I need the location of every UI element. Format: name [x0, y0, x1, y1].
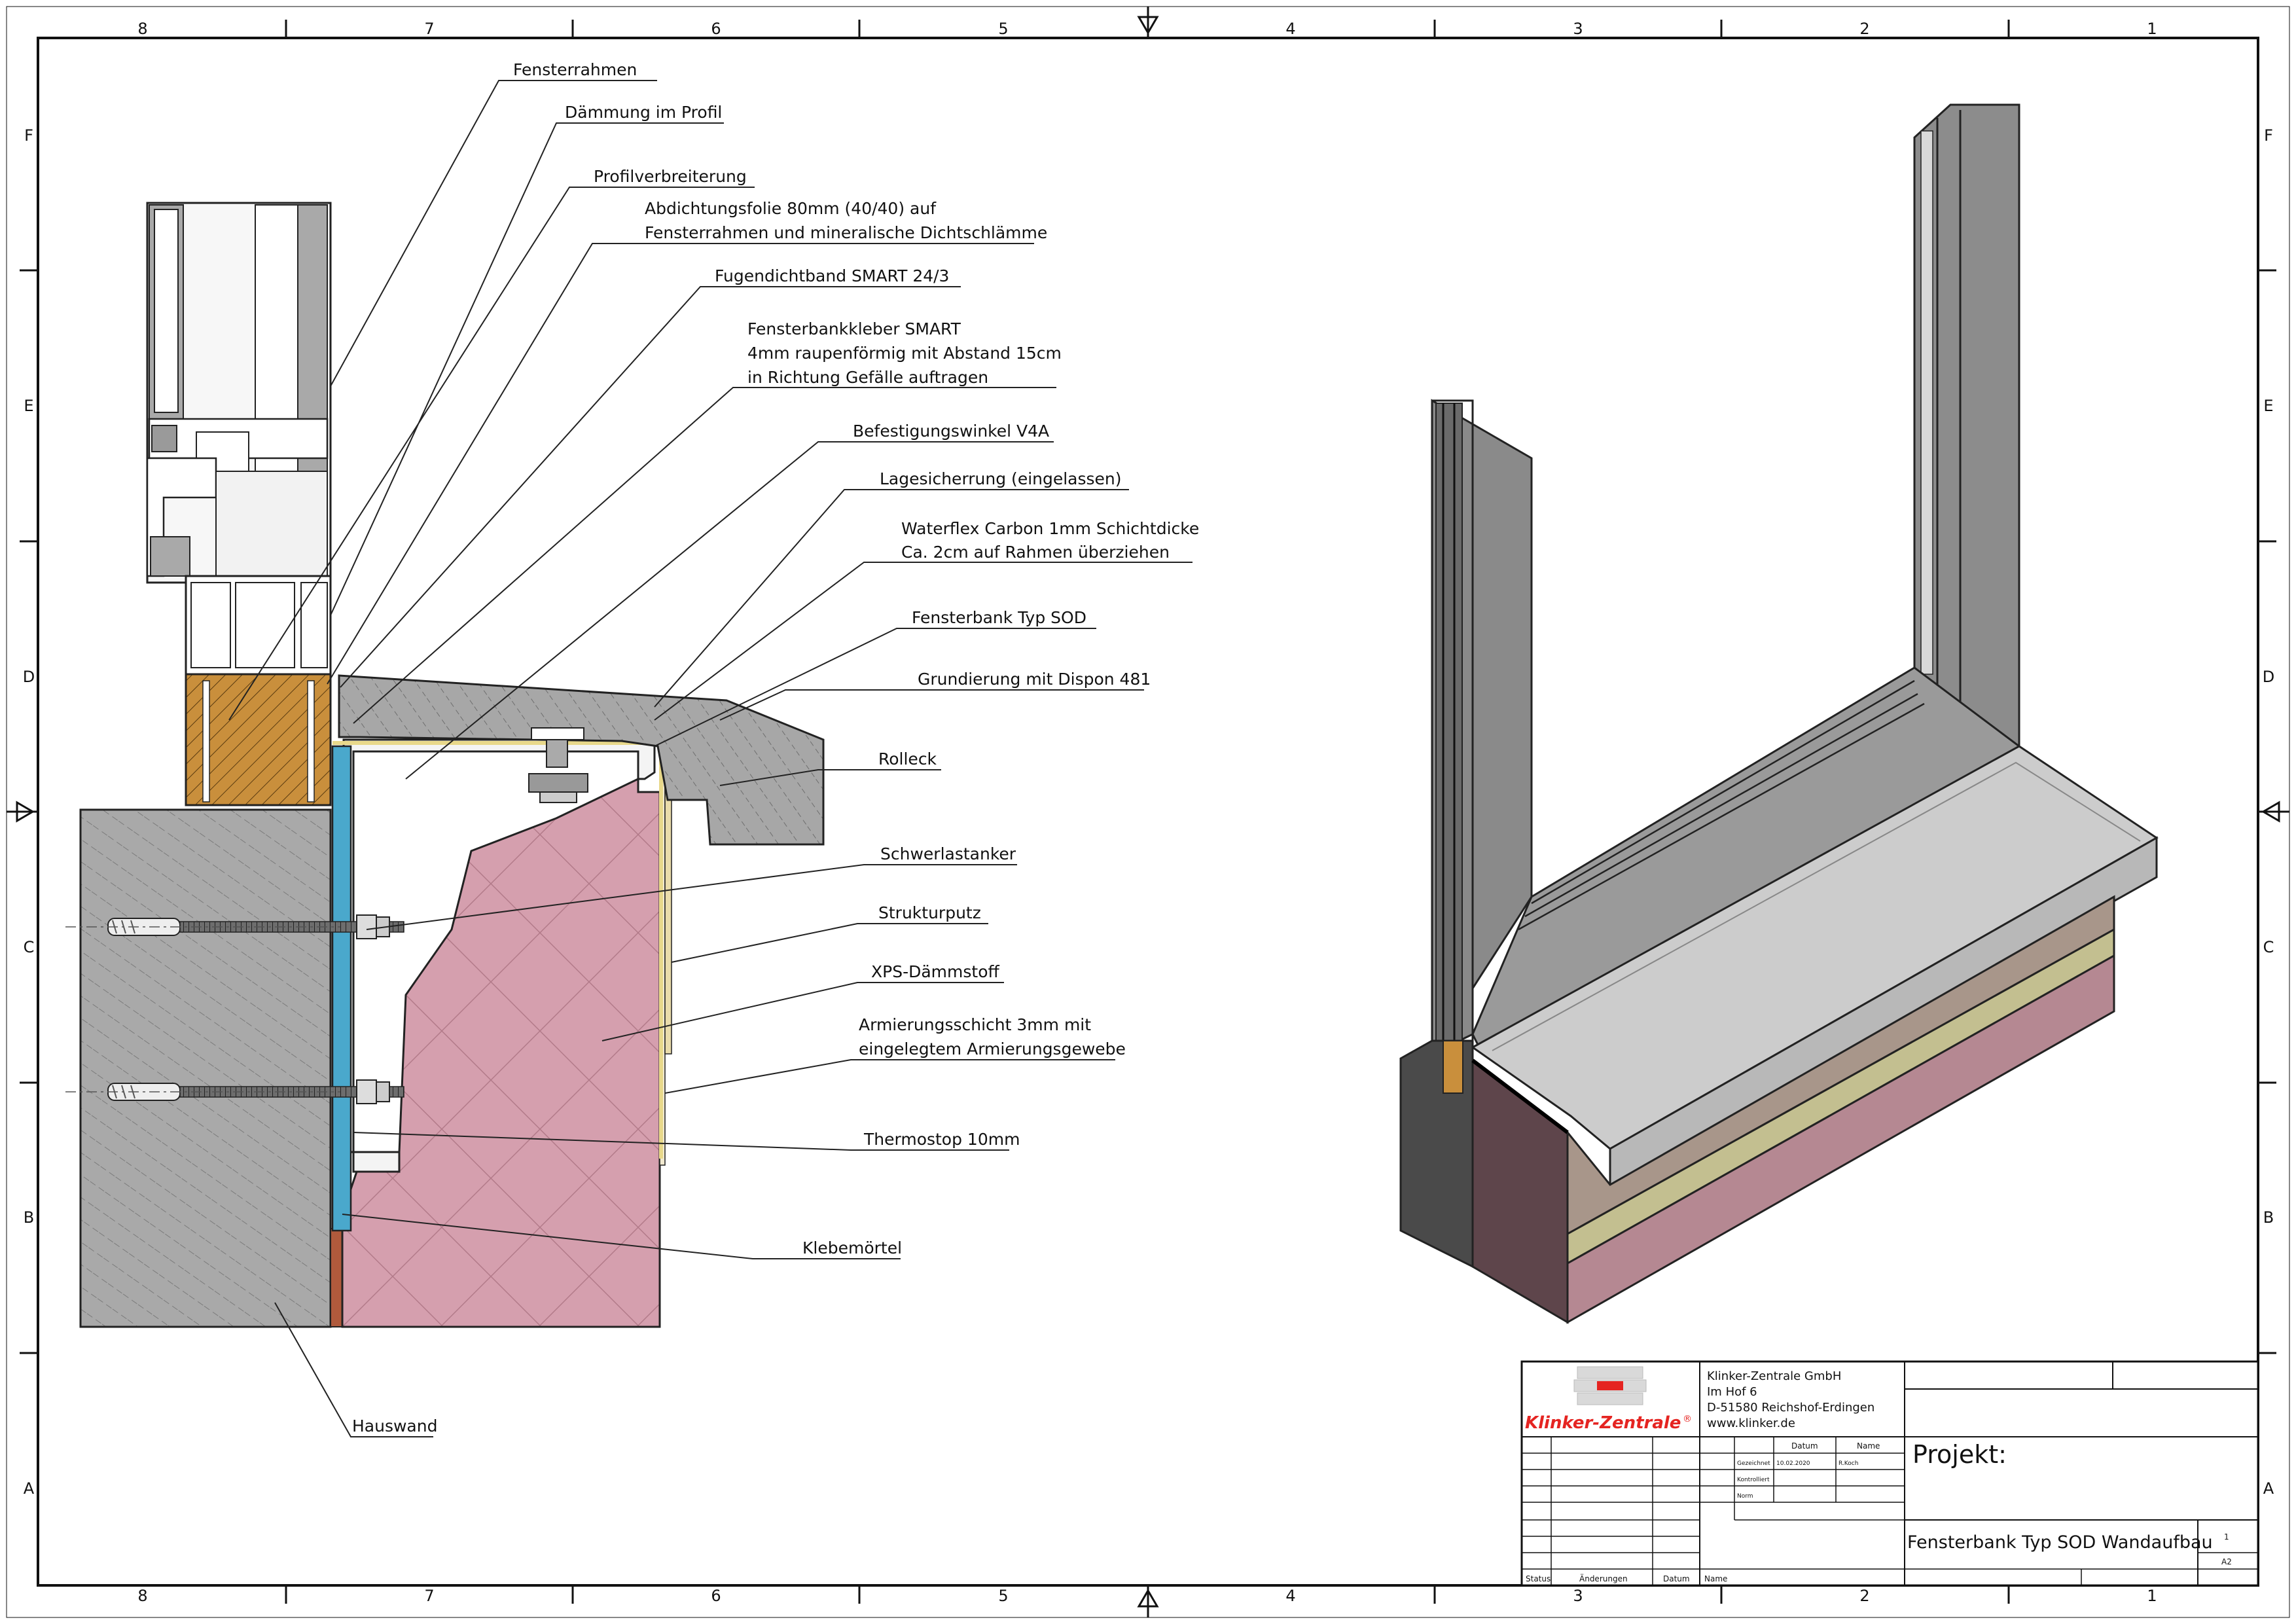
label-fensterrahmen: Fensterrahmen: [513, 60, 637, 79]
drawing-frame: [6, 6, 2290, 1618]
grid-column-labels-bottom: 8 7 6 5 4 3 2 1: [137, 1587, 2157, 1605]
logo-text: Klinker-Zentrale: [1525, 1413, 1681, 1433]
title-block-text: Klinker-Zentrale GmbH Im Hof 6 D-51580 R…: [1526, 1369, 2232, 1583]
footer-datum: Datum: [1663, 1574, 1690, 1583]
label-thermostop: Thermostop 10mm: [863, 1130, 1020, 1149]
row-kontrolliert: Kontrolliert: [1737, 1477, 1770, 1483]
label-hauswand: Hauswand: [352, 1416, 437, 1435]
grid-col-3: 3: [1573, 20, 1583, 38]
grid-col-3-bottom: 3: [1573, 1587, 1583, 1605]
grid-column-labels-top: 8 7 6 5 4 3 2 1: [137, 20, 2157, 38]
grid-row-f: F: [24, 126, 33, 145]
label-waterflex-2: Ca. 2cm auf Rahmen überziehen: [901, 543, 1170, 562]
label-rolleck: Rolleck: [878, 749, 937, 768]
grid-col-2-bottom: 2: [1859, 1587, 1869, 1605]
sheet-number: 1: [2224, 1532, 2229, 1542]
company-city: D-51580 Reichshof-Erdingen: [1707, 1401, 1874, 1415]
isometric-view: [1399, 103, 2159, 1324]
grid-row-c-right: C: [2263, 938, 2274, 956]
grid-col-4: 4: [1285, 20, 1295, 38]
section-labels: Fensterrahmen Dämmung im Profil Profilve…: [351, 60, 1199, 1437]
col-name: Name: [1857, 1441, 1880, 1451]
grid-row-e-right: E: [2263, 397, 2273, 415]
grid-col-5: 5: [998, 20, 1008, 38]
row-norm: Norm: [1737, 1493, 1753, 1500]
grid-row-a-right: A: [2263, 1479, 2274, 1498]
projekt-label: Projekt:: [1912, 1440, 2007, 1469]
profilverbreiterung-section: [185, 673, 332, 806]
label-armierung-2: eingelegtem Armierungsgewebe: [859, 1039, 1126, 1058]
label-strukturputz: Strukturputz: [878, 903, 981, 922]
label-waterflex-1: Waterflex Carbon 1mm Schichtdicke: [901, 519, 1199, 538]
grid-col-7: 7: [424, 20, 434, 38]
company-name: Klinker-Zentrale GmbH: [1707, 1369, 1841, 1383]
label-armierung-1: Armierungsschicht 3mm mit: [859, 1015, 1091, 1034]
label-daemmung: Dämmung im Profil: [565, 103, 722, 122]
label-befestigungswinkel: Befestigungswinkel V4A: [853, 422, 1049, 441]
grid-col-1: 1: [2147, 20, 2157, 38]
label-fensterbankkleber-3: in Richtung Gefälle auftragen: [747, 368, 988, 387]
fensterrahmen-section: [146, 202, 332, 806]
grid-col-7-bottom: 7: [424, 1587, 434, 1605]
grid-row-labels-right: F E D C B A: [2263, 126, 2274, 1498]
grid-col-6: 6: [711, 20, 721, 38]
grid-row-d: D: [23, 668, 35, 686]
grid-col-8-bottom: 8: [137, 1587, 147, 1605]
footer-name: Name: [1704, 1574, 1727, 1583]
grid-row-e: E: [24, 397, 33, 415]
grid-row-a: A: [24, 1479, 35, 1498]
befestigungswinkel-section: [342, 738, 656, 1173]
lagesicherung-bolt: [528, 727, 588, 803]
grid-col-4-bottom: 4: [1285, 1587, 1295, 1605]
label-fugendichtband: Fugendichtband SMART 24/3: [715, 266, 949, 285]
grid-col-5-bottom: 5: [998, 1587, 1008, 1605]
grid-row-b: B: [24, 1208, 34, 1227]
section-view: [65, 202, 825, 1328]
grid-col-8: 8: [137, 20, 147, 38]
fensterbank-section: [338, 674, 825, 846]
schwerlastanker-bottom: [107, 1079, 404, 1104]
col-datum: Datum: [1791, 1441, 1818, 1451]
strukturputz-layer: [664, 772, 672, 1055]
grid-row-d-right: D: [2263, 668, 2274, 686]
company-logo: Klinker-Zentrale ®: [1525, 1366, 1692, 1433]
grid-row-labels-left: F E D C B A: [23, 126, 35, 1498]
label-fensterbankkleber-2: 4mm raupenförmig mit Abstand 15cm: [747, 344, 1062, 363]
sheet-format: A2: [2221, 1557, 2232, 1566]
label-grundierung: Grundierung mit Dispon 481: [918, 670, 1151, 689]
label-fensterbankkleber-1: Fensterbankkleber SMART: [747, 319, 961, 338]
footer-aenderungen: Änderungen: [1579, 1574, 1628, 1583]
grid-row-f-right: F: [2264, 126, 2273, 145]
gezeichnet-name: R.Koch: [1839, 1460, 1858, 1467]
label-abdichtungsfolie-1: Abdichtungsfolie 80mm (40/40) auf: [645, 199, 937, 218]
drawing-title: Fensterbank Typ SOD Wandaufbau: [1907, 1532, 2213, 1553]
row-gezeichnet: Gezeichnet: [1737, 1460, 1770, 1467]
label-klebemoertel: Klebemörtel: [802, 1238, 902, 1257]
label-profilverbreiterung: Profilverbreiterung: [594, 167, 747, 186]
company-street: Im Hof 6: [1707, 1385, 1757, 1399]
company-web: www.klinker.de: [1707, 1416, 1795, 1430]
thermostop-plate: [331, 745, 352, 1232]
label-lagesicherung: Lagesicherrung (eingelassen): [880, 469, 1122, 488]
footer-status: Status: [1526, 1574, 1551, 1583]
hauswand-section: [79, 808, 332, 1328]
grid-row-b-right: B: [2263, 1208, 2274, 1227]
grid-col-1-bottom: 1: [2147, 1587, 2157, 1605]
title-block: [1520, 1360, 2259, 1587]
svg-text:®: ®: [1683, 1414, 1692, 1424]
grid-col-6-bottom: 6: [711, 1587, 721, 1605]
iso-sill-front: [1609, 836, 2158, 1187]
xps-insulation: [341, 777, 661, 1328]
label-fensterbank: Fensterbank Typ SOD: [912, 608, 1086, 627]
grid-row-c: C: [24, 938, 35, 956]
gezeichnet-datum: 10.02.2020: [1776, 1460, 1810, 1467]
grid-col-2: 2: [1859, 20, 1869, 38]
label-abdichtungsfolie-2: Fensterrahmen und mineralische Dichtschl…: [645, 223, 1047, 242]
klebemoertel-strip: [330, 1228, 343, 1327]
label-schwerlastanker: Schwerlastanker: [880, 844, 1016, 863]
label-xps: XPS-Dämmstoff: [871, 962, 999, 981]
